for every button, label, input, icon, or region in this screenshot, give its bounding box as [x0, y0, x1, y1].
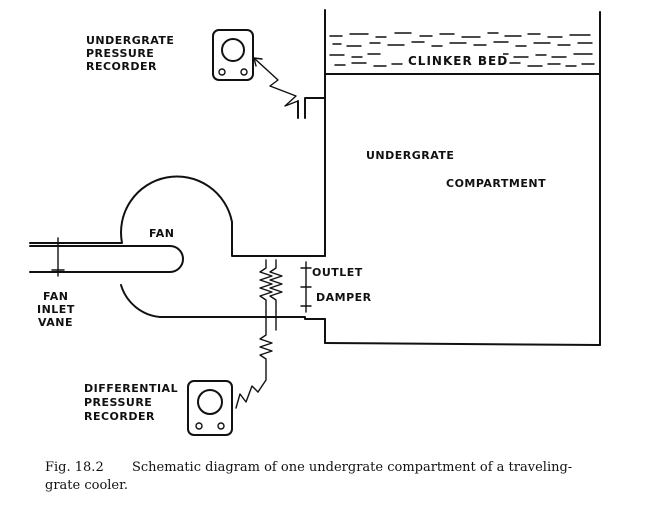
- fan-inlet-vane-label-line2: INLET: [37, 303, 75, 316]
- undergrate-pressure-tap: [253, 57, 326, 119]
- clinker-bed-label: CLINKER BED: [408, 54, 508, 68]
- outlet-damper-label-line1: OUTLET: [312, 266, 363, 279]
- undergrate-pressure-recorder-label-line2: PRESSURE: [86, 47, 154, 60]
- undergrate-pressure-recorder-label-line3: RECORDER: [86, 60, 157, 73]
- outlet-damper: [300, 261, 312, 313]
- fan-label: FAN: [149, 227, 174, 240]
- differential-pressure-recorder-label-line3: RECORDER: [84, 410, 155, 423]
- figure-caption-line2: grate cooler.: [45, 478, 128, 493]
- outlet-damper-label-line2: DAMPER: [316, 291, 372, 304]
- clinker-bed-label-backdrop: [405, 53, 503, 68]
- undergrate-pressure-recorder: [212, 29, 254, 81]
- differential-pressure-recorder: [187, 380, 233, 436]
- differential-pressure-recorder-label-line2: PRESSURE: [84, 396, 152, 409]
- fan-inlet-vane-label-line1: FAN: [43, 290, 68, 303]
- fan-inlet-vane: [51, 237, 65, 277]
- compartment-label-line1: UNDERGRATE: [366, 149, 454, 162]
- undergrate-compartment-walls: [324, 9, 601, 346]
- figure-caption-line1: Schematic diagram of one undergrate comp…: [132, 460, 572, 475]
- differential-pressure-recorder-label-line1: DIFFERENTIAL: [84, 382, 178, 395]
- fan-housing: [29, 175, 326, 320]
- differential-pressure-taps: [235, 259, 283, 409]
- figure-number: Fig. 18.2: [45, 460, 104, 475]
- undergrate-pressure-recorder-label-line1: UNDERGRATE: [86, 34, 174, 47]
- compartment-label-line2: COMPARTMENT: [446, 177, 546, 190]
- fan-inlet-vane-label-line3: VANE: [38, 316, 73, 329]
